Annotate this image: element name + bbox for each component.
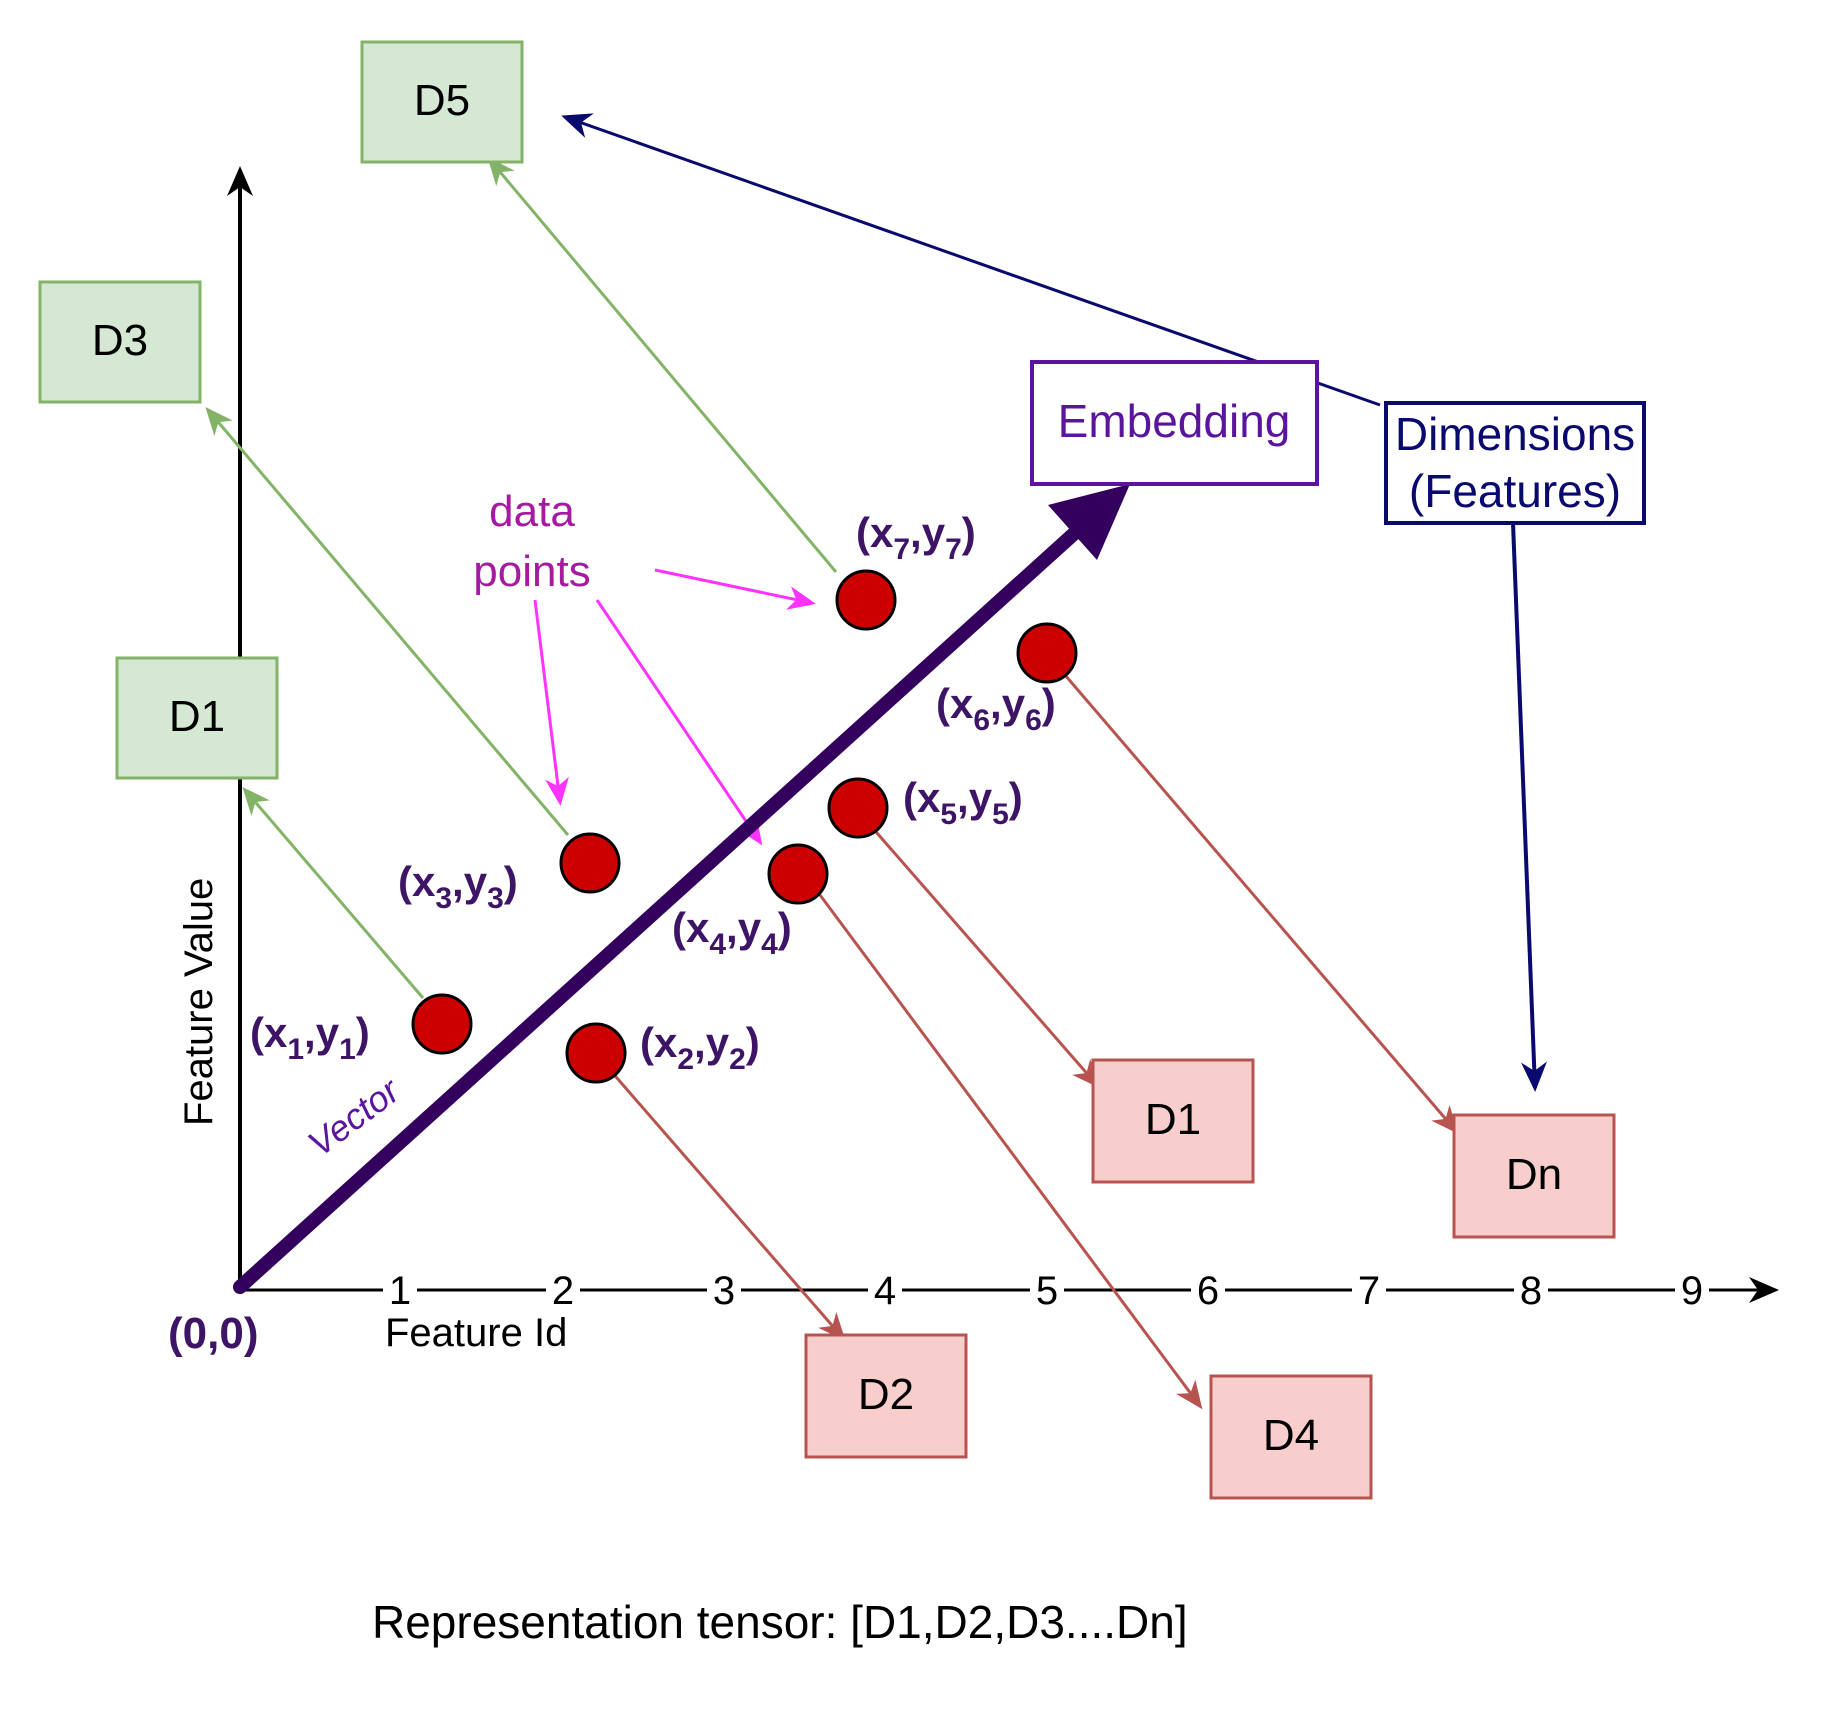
coord-label-5: (x5,y5) <box>903 774 1023 831</box>
data-point-6 <box>1016 622 1078 684</box>
arrow-p3-to-d3 <box>205 406 570 836</box>
box-d1-green-label: D1 <box>169 692 225 741</box>
embedding-vector-head <box>1048 484 1130 560</box>
coord-label-2: (x2,y2) <box>640 1019 760 1076</box>
arrow-dimensions-to-dn <box>1511 522 1547 1092</box>
tick-6: 6 <box>1197 1269 1219 1313</box>
coord-label-7: (x7,y7) <box>856 509 976 566</box>
arrow-p4-to-d4 <box>818 894 1203 1410</box>
tick-1: 1 <box>389 1269 411 1313</box>
tick-2: 2 <box>552 1269 574 1313</box>
x-axis-ticks: 1 2 3 4 5 6 7 8 9 <box>383 1266 1709 1313</box>
box-dn-label: Dn <box>1506 1150 1562 1199</box>
box-d1-green: D1 <box>115 656 279 780</box>
box-d2: D2 <box>804 1333 968 1459</box>
box-d1-red-label: D1 <box>1145 1095 1201 1144</box>
data-points-note-line1: data <box>489 487 575 536</box>
embedding-label: Embedding <box>1058 395 1291 447</box>
arrow-p5-to-d1 <box>868 824 1100 1089</box>
data-points-note-line2: points <box>473 547 590 596</box>
box-d1-red: D1 <box>1091 1058 1255 1184</box>
origin-label: (0,0) <box>168 1309 258 1358</box>
tick-5: 5 <box>1036 1269 1058 1313</box>
dimensions-box: Dimensions (Features) <box>1384 401 1646 525</box>
box-d4-label: D4 <box>1263 1411 1319 1460</box>
arrow-dimensions-to-d5 <box>561 113 1381 407</box>
y-axis-label: Feature Value <box>177 878 221 1126</box>
data-point-5 <box>827 777 889 839</box>
pointer-to-p4 <box>595 599 763 846</box>
box-dn: Dn <box>1452 1113 1616 1239</box>
pointer-to-p3 <box>533 599 569 806</box>
box-d5: D5 <box>360 40 524 164</box>
data-point-7 <box>835 569 897 631</box>
box-d2-label: D2 <box>858 1370 914 1419</box>
embedding-box: Embedding <box>1030 360 1319 486</box>
representation-tensor-caption: Representation tensor: [D1,D2,D3....Dn] <box>372 1596 1188 1648</box>
x-axis-label: Feature Id <box>385 1311 567 1355</box>
arrow-p6-to-dn <box>1063 674 1459 1135</box>
tick-7: 7 <box>1358 1269 1380 1313</box>
embedding-vector <box>233 523 1085 1294</box>
coord-label-6: (x6,y6) <box>936 680 1056 737</box>
coord-label-4: (x4,y4) <box>672 904 792 961</box>
box-d4: D4 <box>1209 1374 1373 1500</box>
box-d3: D3 <box>38 280 202 404</box>
arrow-p1-to-d1 <box>242 786 425 999</box>
tick-3: 3 <box>713 1269 735 1313</box>
dimensions-label-line1: Dimensions <box>1395 408 1635 460</box>
coord-label-3: (x3,y3) <box>398 858 518 915</box>
tick-8: 8 <box>1520 1269 1542 1313</box>
box-d5-label: D5 <box>414 76 470 125</box>
coord-label-1: (x1,y1) <box>250 1009 370 1066</box>
data-point-3 <box>559 832 621 894</box>
tick-9: 9 <box>1681 1269 1703 1313</box>
data-point-1 <box>411 993 473 1055</box>
arrow-p2-to-d2 <box>608 1069 846 1342</box>
data-point-2 <box>565 1022 627 1084</box>
arrow-p7-to-d5 <box>487 156 838 573</box>
data-point-4 <box>767 843 829 905</box>
pointer-to-p7 <box>654 568 816 610</box>
dimensions-label-line2: (Features) <box>1409 465 1621 517</box>
tick-4: 4 <box>874 1269 896 1313</box>
box-d3-label: D3 <box>92 316 148 365</box>
